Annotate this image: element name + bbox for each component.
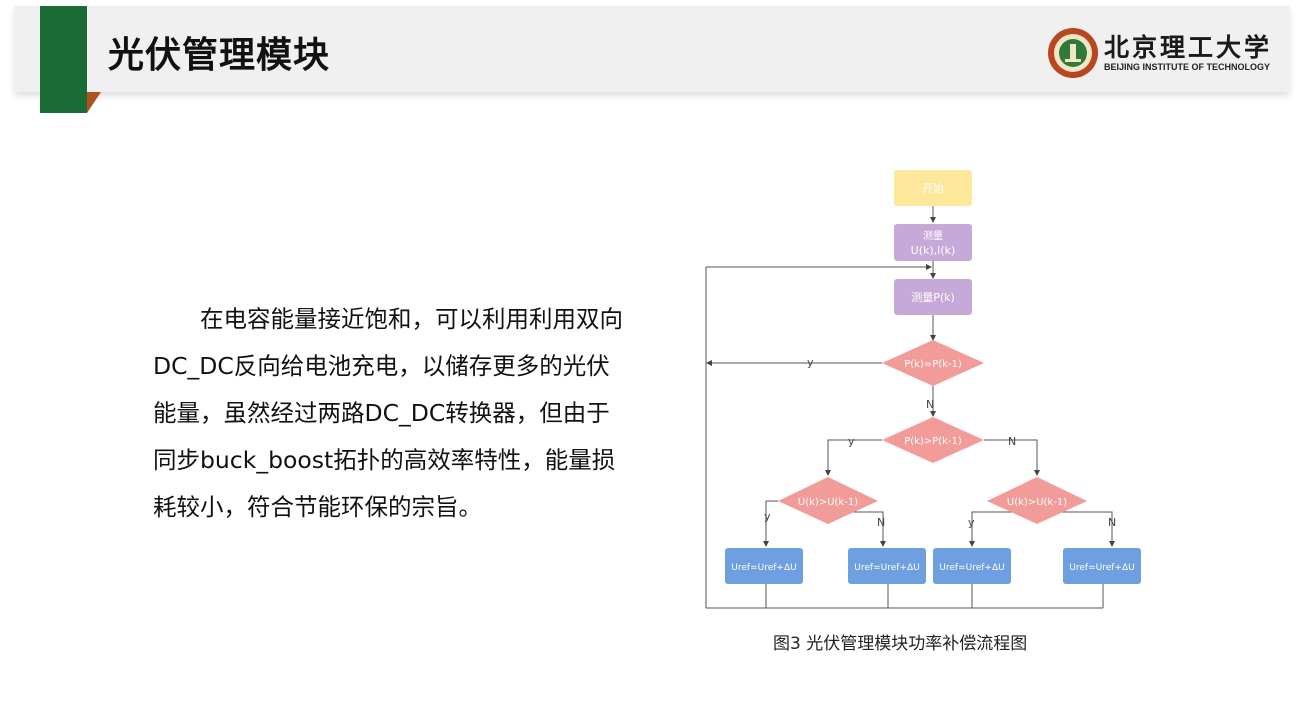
measure-label-2: U(k),I(k) bbox=[911, 244, 956, 257]
start-node bbox=[894, 170, 972, 206]
measure-p-node bbox=[894, 279, 972, 315]
decision-u-left bbox=[778, 477, 878, 524]
measure-label-1: 测量 bbox=[923, 229, 943, 242]
title-accent-bar bbox=[40, 6, 87, 113]
action-box-4 bbox=[1063, 548, 1141, 584]
logo-chinese-name: 北京理工大学 bbox=[1104, 33, 1273, 62]
no-label-3: N bbox=[877, 516, 885, 529]
power-compensation-flowchart: 开始 测量 U(k),I(k) 测量P(k) P(k)=P(k-1) P(k)>… bbox=[705, 170, 1141, 609]
yes-label-2: y bbox=[848, 435, 855, 448]
no-label-1: N bbox=[926, 398, 934, 411]
figure-caption: 图3 光伏管理模块功率补偿流程图 bbox=[773, 634, 1028, 654]
yes-label-4: y bbox=[968, 516, 975, 529]
title-accent-fold bbox=[87, 92, 101, 113]
page-title: 光伏管理模块 bbox=[108, 35, 331, 76]
action-box-1-label: Uref=Uref+ΔU bbox=[731, 563, 796, 573]
university-logo: 北京理工大学 BEIJING INSTITUTE OF TECHNOLOGY bbox=[1046, 26, 1276, 80]
action-box-4-label: Uref=Uref+ΔU bbox=[1069, 563, 1134, 573]
decision-u-right-label: U(k)>U(k-1) bbox=[1007, 497, 1067, 508]
yes-label-1: y bbox=[807, 356, 814, 369]
action-box-3-label: Uref=Uref+ΔU bbox=[939, 563, 1004, 573]
decision-p-greater-label: P(k)>P(k-1) bbox=[904, 436, 962, 447]
action-box-3 bbox=[933, 548, 1011, 584]
decision-u-right bbox=[987, 477, 1087, 524]
decision-p-equal-label: P(k)=P(k-1) bbox=[904, 359, 962, 370]
decision-u-left-label: U(k)>U(k-1) bbox=[798, 497, 858, 508]
action-box-2-label: Uref=Uref+ΔU bbox=[854, 563, 919, 573]
yes-label-3: y bbox=[764, 510, 771, 523]
university-emblem-icon bbox=[1048, 28, 1098, 78]
measure-ui-node bbox=[894, 224, 972, 261]
logo-english-name: BEIJING INSTITUTE OF TECHNOLOGY bbox=[1104, 62, 1271, 72]
no-label-4: N bbox=[1108, 516, 1116, 529]
action-box-1 bbox=[725, 548, 803, 584]
start-label: 开始 bbox=[922, 181, 944, 195]
action-box-2 bbox=[848, 548, 926, 584]
flow-connectors bbox=[705, 206, 1115, 609]
body-paragraph: 在电容能量接近饱和，可以利用利用双向DC_DC反向给电池充电，以储存更多的光伏能… bbox=[153, 305, 623, 521]
decision-p-greater bbox=[882, 417, 984, 463]
decision-p-equal bbox=[882, 340, 984, 386]
measure-p-label: 测量P(k) bbox=[911, 291, 955, 304]
no-label-2: N bbox=[1008, 435, 1016, 448]
